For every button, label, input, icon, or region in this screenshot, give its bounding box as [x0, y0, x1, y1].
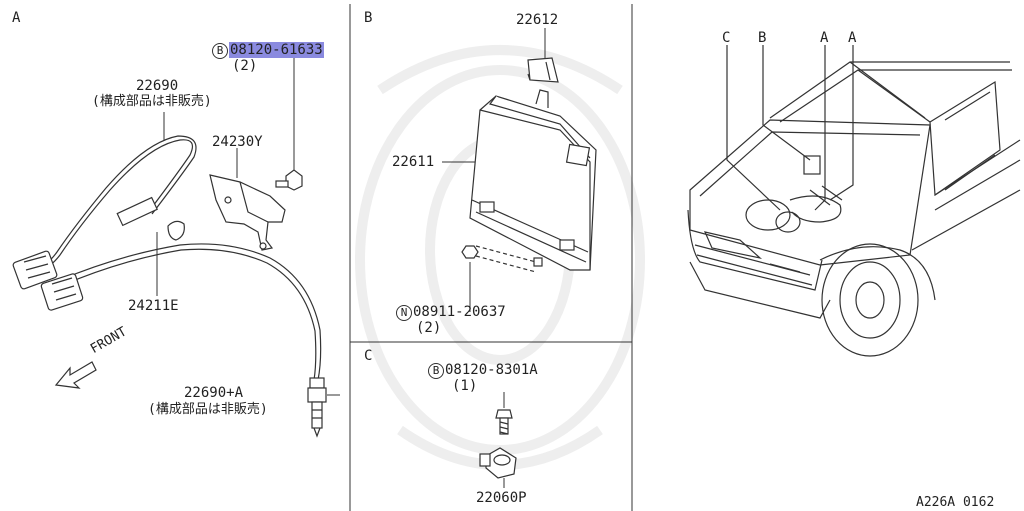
- nut-b-part-number[interactable]: 08911-20637: [413, 304, 506, 320]
- vehicle-drawing: [687, 45, 1021, 357]
- section-b-letter: B: [364, 10, 373, 26]
- bolt-c-part-number[interactable]: 08120-8301A: [445, 362, 538, 378]
- section-dividers: [349, 4, 633, 511]
- sensor-22690a-drawing: [40, 243, 340, 438]
- bolt-c-drawing: [495, 392, 513, 435]
- clip-part-number[interactable]: 24211E: [128, 298, 179, 314]
- bolt-type-b-icon: B: [428, 363, 444, 379]
- bolt-a-part-number[interactable]: 08120-61633: [229, 42, 324, 58]
- vehicle-callout-b[interactable]: B: [758, 30, 767, 46]
- ecm-cover-22612-drawing: [527, 28, 559, 83]
- bolt-a-drawing: [275, 58, 303, 191]
- bolt-a-qty: (2): [232, 58, 258, 74]
- sensor-22690-note: (構成部品は非販売): [92, 94, 212, 109]
- vehicle-callout-a-2[interactable]: A: [848, 30, 857, 46]
- sensor-22690a-part-number[interactable]: 22690+A: [184, 385, 244, 401]
- clip-24211e-drawing: [156, 220, 185, 296]
- bracket-24230y-drawing: [209, 148, 286, 251]
- vehicle-callout-a[interactable]: A: [820, 30, 829, 46]
- ecm-cover-part-number[interactable]: 22612: [516, 12, 559, 28]
- sensor-22690a-note: (構成部品は非販売): [148, 402, 268, 417]
- sensor-22690-drawing: [12, 112, 197, 290]
- section-c-letter: C: [364, 348, 373, 364]
- front-arrow: [54, 361, 97, 389]
- ecm-22611-drawing: [442, 89, 597, 271]
- knock-sensor-part-number[interactable]: 22060P: [476, 490, 527, 506]
- bracket-part-number[interactable]: 24230Y: [212, 134, 263, 150]
- nut-b-qty: (2): [416, 320, 442, 336]
- bolt-type-b-icon: B: [212, 43, 228, 59]
- nut-type-n-icon: N: [396, 305, 412, 321]
- figure-code: A226A 0162: [916, 495, 995, 510]
- nut-b-drawing: [461, 245, 543, 312]
- sensor-22690-part-number[interactable]: 22690: [136, 78, 179, 94]
- ecm-part-number[interactable]: 22611: [392, 154, 435, 170]
- vehicle-callout-c[interactable]: C: [722, 30, 731, 46]
- section-a-letter: A: [12, 10, 21, 26]
- bolt-c-qty: (1): [452, 378, 478, 394]
- knock-sensor-drawing: [479, 447, 517, 488]
